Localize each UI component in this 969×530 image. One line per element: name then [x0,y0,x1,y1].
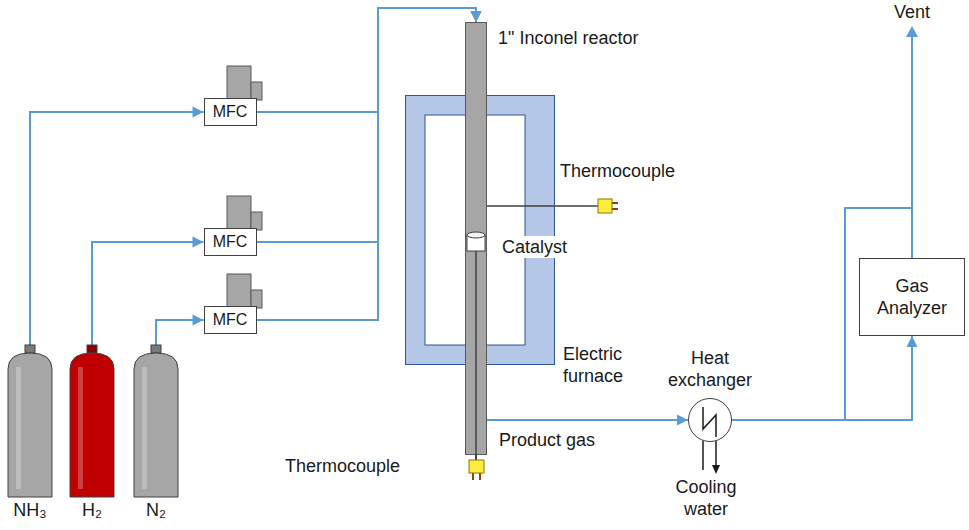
cylinder-highlight [16,367,21,489]
cylinder-valve [25,345,35,353]
cylinder-highlight [142,367,147,489]
node-text: Gas Analyzer [866,275,958,319]
flow-connector [487,415,688,426]
cylinder-valve [151,345,161,353]
analyzer-box: Gas Analyzer [859,258,965,336]
gas-cylinder: NH₃ [8,345,52,497]
catalyst-label: Catalyst [500,236,569,258]
shape-outline [466,23,488,456]
node-text: N₂ [146,499,166,521]
cylinder-body [134,353,178,497]
thermocouple-symbol [598,199,612,213]
thermocouple-pin [612,202,618,204]
thermocouple-label: Thermocouple [285,455,400,477]
node-text: MFC [213,231,248,253]
cylinder-body [8,353,52,497]
arrow-head [677,415,688,426]
coil-symbol [703,407,716,437]
node-text: Heat exchanger [660,347,760,391]
arrow-head [193,315,204,326]
reactor-tube: 1" Inconel reactor [465,22,487,455]
shape-outline [689,399,733,443]
arrow-head [471,11,482,22]
shape-outline [70,345,114,497]
mfc-box: MFC [204,306,257,334]
node-text: H₂ [82,499,102,521]
thermocouple-label: Thermocouple [560,160,675,182]
furnace-frame [406,96,555,365]
mfc-box: MFC [204,228,257,256]
node-text: MFC [213,101,248,123]
mfc-box: MFC [204,98,257,126]
furnace-chamber [425,115,525,345]
thermocouple-rod [475,251,477,457]
pipe-line [156,320,204,345]
flow-connector [156,315,204,346]
arrow-head [193,237,204,248]
arrow-head [193,107,204,118]
cooling-water-label: Cooling water [660,476,752,520]
node-text: NH₃ [13,499,46,521]
cylinder-valve [87,345,97,353]
gas-cylinder: H₂ [70,345,114,497]
thermocouple-pin [612,208,618,210]
shape-outline [134,345,178,497]
thermocouple-symbol [469,455,484,480]
thermocouple-wire [487,205,598,207]
pipe-line [732,336,912,420]
edge-label: Product gas [499,429,595,451]
shape-outline [8,345,52,497]
heat-exchanger: Heat exchanger [688,398,732,442]
node-text: Electric furnace [563,343,645,387]
pipe-line [487,419,688,421]
pipe-line [92,242,204,345]
arrow-head [906,26,918,37]
node-text: MFC [213,309,248,331]
vent-line [845,34,912,420]
pipe-line [30,112,204,345]
cylinder-body [70,353,114,497]
arrow-head [471,11,482,22]
arrow-head [712,465,720,474]
arrow-head [471,11,482,22]
arrow-head [907,336,918,347]
vent-label: Vent [892,1,932,23]
node-text: 1" Inconel reactor [498,27,638,49]
cylinder-highlight [78,367,83,489]
flow-connector [732,336,918,420]
catalyst-bed-top [467,232,485,238]
gas-cylinder: N₂ [134,345,178,497]
flow-connector [30,107,204,346]
flow-connector [92,237,204,346]
